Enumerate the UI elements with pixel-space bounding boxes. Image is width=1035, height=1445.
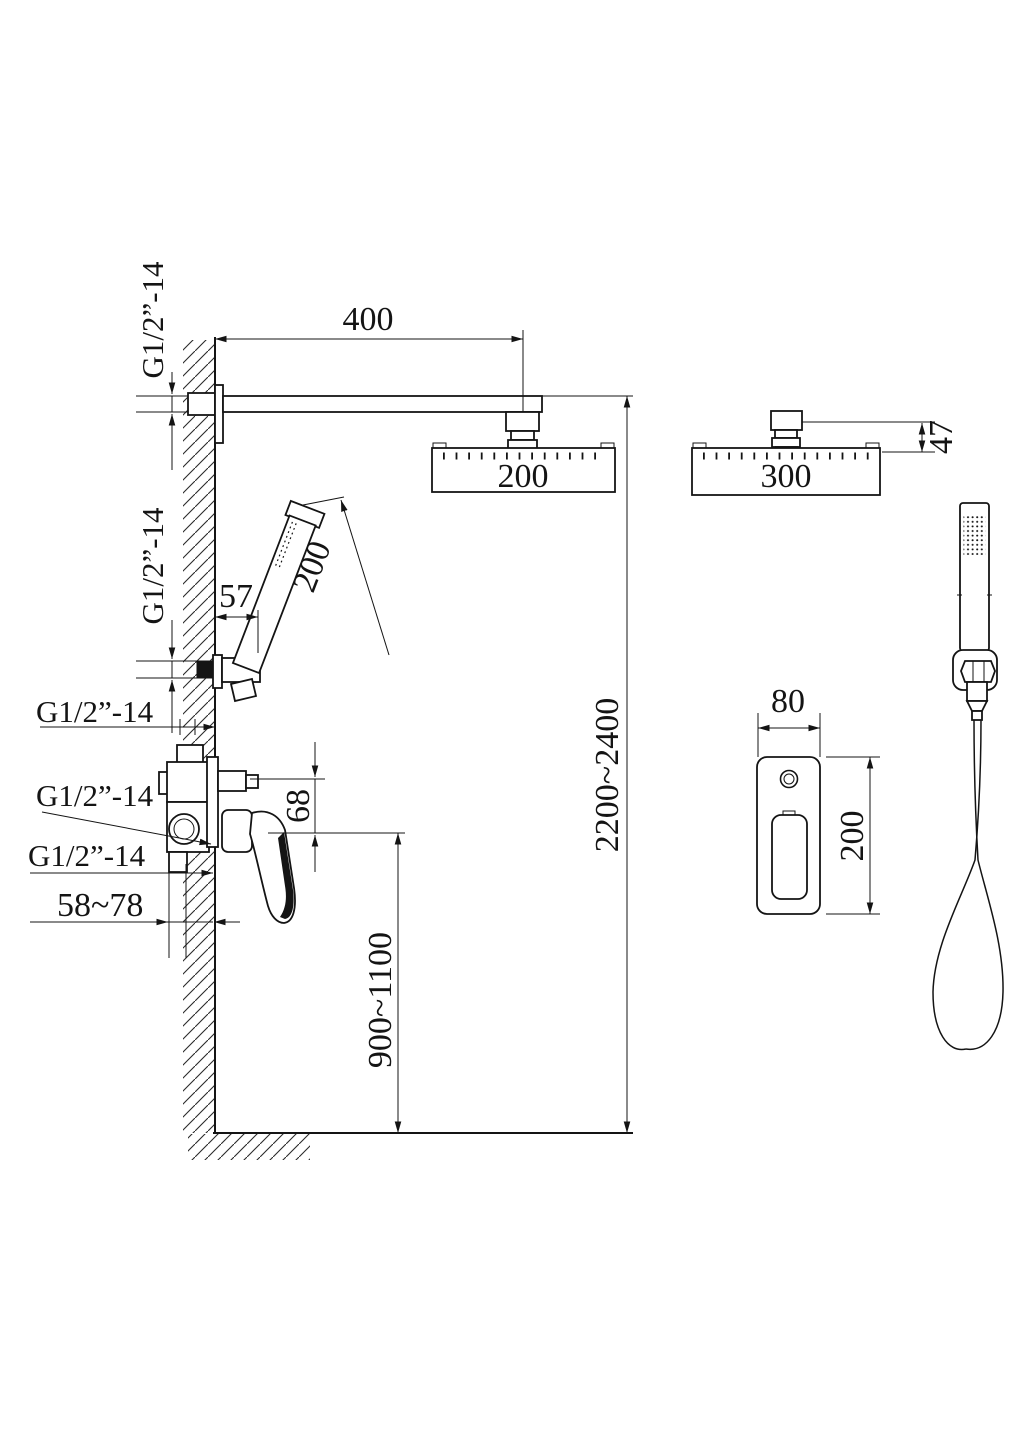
dim-head-side-width: 200	[498, 458, 549, 495]
dim-68: 68	[250, 742, 405, 872]
dim-47: 47	[802, 420, 960, 454]
mixer-lever-edge	[278, 832, 294, 919]
dim-recess-depth: 58~78	[57, 887, 143, 924]
hs-nipple	[971, 710, 983, 721]
wand-dim-tick	[302, 496, 345, 506]
dim-overall-height-label: 2200~2400	[589, 698, 626, 852]
hs-spray-face	[963, 514, 986, 555]
thread-label-4: G1/2”-14	[36, 778, 154, 813]
wand-dim-line	[340, 499, 390, 656]
dim-58-78: 58~78	[30, 864, 240, 958]
plate-diverter-hole-inner	[783, 773, 795, 785]
lever-escutcheon	[221, 809, 253, 853]
dim-plate-height: 200	[826, 756, 880, 915]
mixer-top-pipe	[176, 744, 204, 764]
plate-lever-opening	[771, 814, 808, 900]
dim-valve-height-label: 900~1100	[362, 932, 399, 1068]
dim-port-spacing: 68	[280, 789, 317, 823]
arm-connector-block	[505, 411, 540, 432]
head-body	[431, 447, 616, 493]
mixer-wall-flange	[206, 756, 219, 848]
in-wall-arm-pipe	[187, 392, 216, 416]
hs-connector	[966, 681, 988, 702]
wand-body	[231, 514, 317, 675]
thread-label-2: G1/2”-14	[135, 507, 170, 625]
thread-label-3: G1/2”-14	[36, 694, 154, 729]
plate-diverter-hole-outer	[779, 769, 799, 789]
shower-head-side-view: 200	[431, 442, 616, 495]
dim-plate-width: 80	[771, 683, 805, 720]
handshower-wand	[231, 499, 326, 675]
front-head-body	[691, 447, 881, 496]
hs-nut	[960, 660, 996, 683]
hose-strand-b	[932, 719, 982, 1051]
wall-hatch	[183, 340, 215, 1133]
dim-overall-height: 2200~2400	[542, 395, 633, 1133]
dim-arm-length: 400	[343, 301, 394, 338]
mixer-bottom-pipe	[168, 851, 188, 873]
dim-handshower-offset: 57	[219, 578, 253, 615]
mixer-side-outlet	[217, 770, 247, 792]
thread-callout-4: G1/2”-14	[36, 778, 212, 846]
thread-4-leader	[41, 811, 212, 846]
holder-wall-anchor	[196, 660, 214, 679]
shower-head-front-view: 300	[691, 410, 881, 496]
control-plate	[756, 756, 821, 915]
dim-plate-height-label: 200	[834, 811, 871, 862]
hs-cone	[965, 700, 989, 712]
hose-strand-a	[965, 719, 1004, 1050]
thread-callout-3: G1/2”-14	[36, 694, 215, 735]
floor-hatch	[188, 1134, 310, 1160]
arm-connector-neck	[510, 430, 535, 441]
dim-57: 57	[215, 578, 259, 653]
mixer-valve	[158, 744, 296, 924]
wall-section	[183, 337, 633, 1160]
holder-outlet-stub	[229, 677, 258, 703]
thread-callout-2: G1/2”-14	[135, 507, 197, 733]
dim-400: 400	[215, 301, 524, 412]
thread-label-5: G1/2”-14	[28, 838, 146, 873]
mixer-upper-body	[166, 761, 213, 803]
front-connector-block	[770, 410, 803, 431]
mixer-inlet-ring	[168, 813, 200, 845]
front-ball-nut	[771, 437, 801, 448]
shower-arm-pipe	[222, 395, 543, 413]
dim-80: 80	[757, 683, 821, 757]
holder-flange	[212, 654, 223, 689]
mixer-side-outlet-tip	[245, 774, 259, 789]
thread-callout-5: G1/2”-14	[28, 838, 213, 877]
thread-callout-1: G1/2”-14	[135, 261, 188, 470]
dim-valve-height: 900~1100	[362, 833, 402, 1133]
front-connector-neck	[774, 429, 798, 439]
dim-head-front-width: 300	[761, 458, 812, 495]
arm-wall-flange	[214, 384, 224, 444]
dim-head-height: 47	[923, 420, 960, 454]
handshower-front-view	[932, 502, 1004, 1051]
thread-label-1: G1/2”-14	[135, 261, 170, 379]
